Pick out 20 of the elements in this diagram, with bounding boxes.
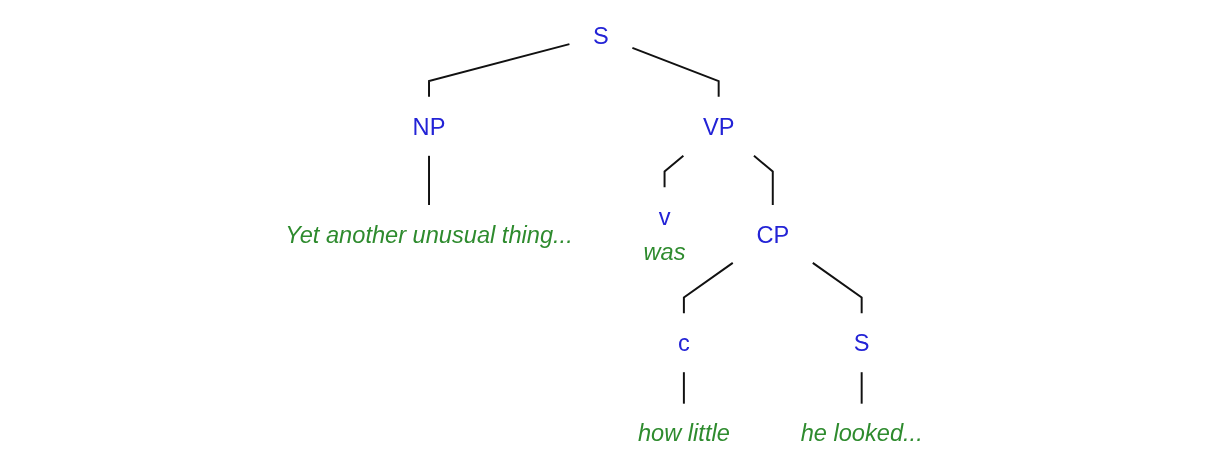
- connector: [860, 371, 863, 405]
- node-label: was: [643, 239, 686, 266]
- connector: [663, 154, 685, 189]
- node-text: NP: [412, 113, 446, 140]
- connector: [631, 46, 720, 98]
- connector: [752, 154, 774, 206]
- node-text: how little: [637, 420, 730, 447]
- connector: [428, 154, 430, 206]
- node-text: Yet another unusual thing...: [285, 221, 573, 248]
- node-text: v: [658, 203, 671, 230]
- node-text: VP: [702, 113, 735, 140]
- node-text: CP: [756, 221, 790, 248]
- node-text: S: [593, 22, 609, 49]
- node-text: c: [677, 329, 690, 356]
- node-text: S: [853, 329, 870, 356]
- connector: [682, 261, 734, 315]
- connector: [682, 371, 685, 405]
- node-text: he looked...: [800, 420, 923, 447]
- connector: [428, 43, 571, 98]
- connector: [811, 261, 863, 315]
